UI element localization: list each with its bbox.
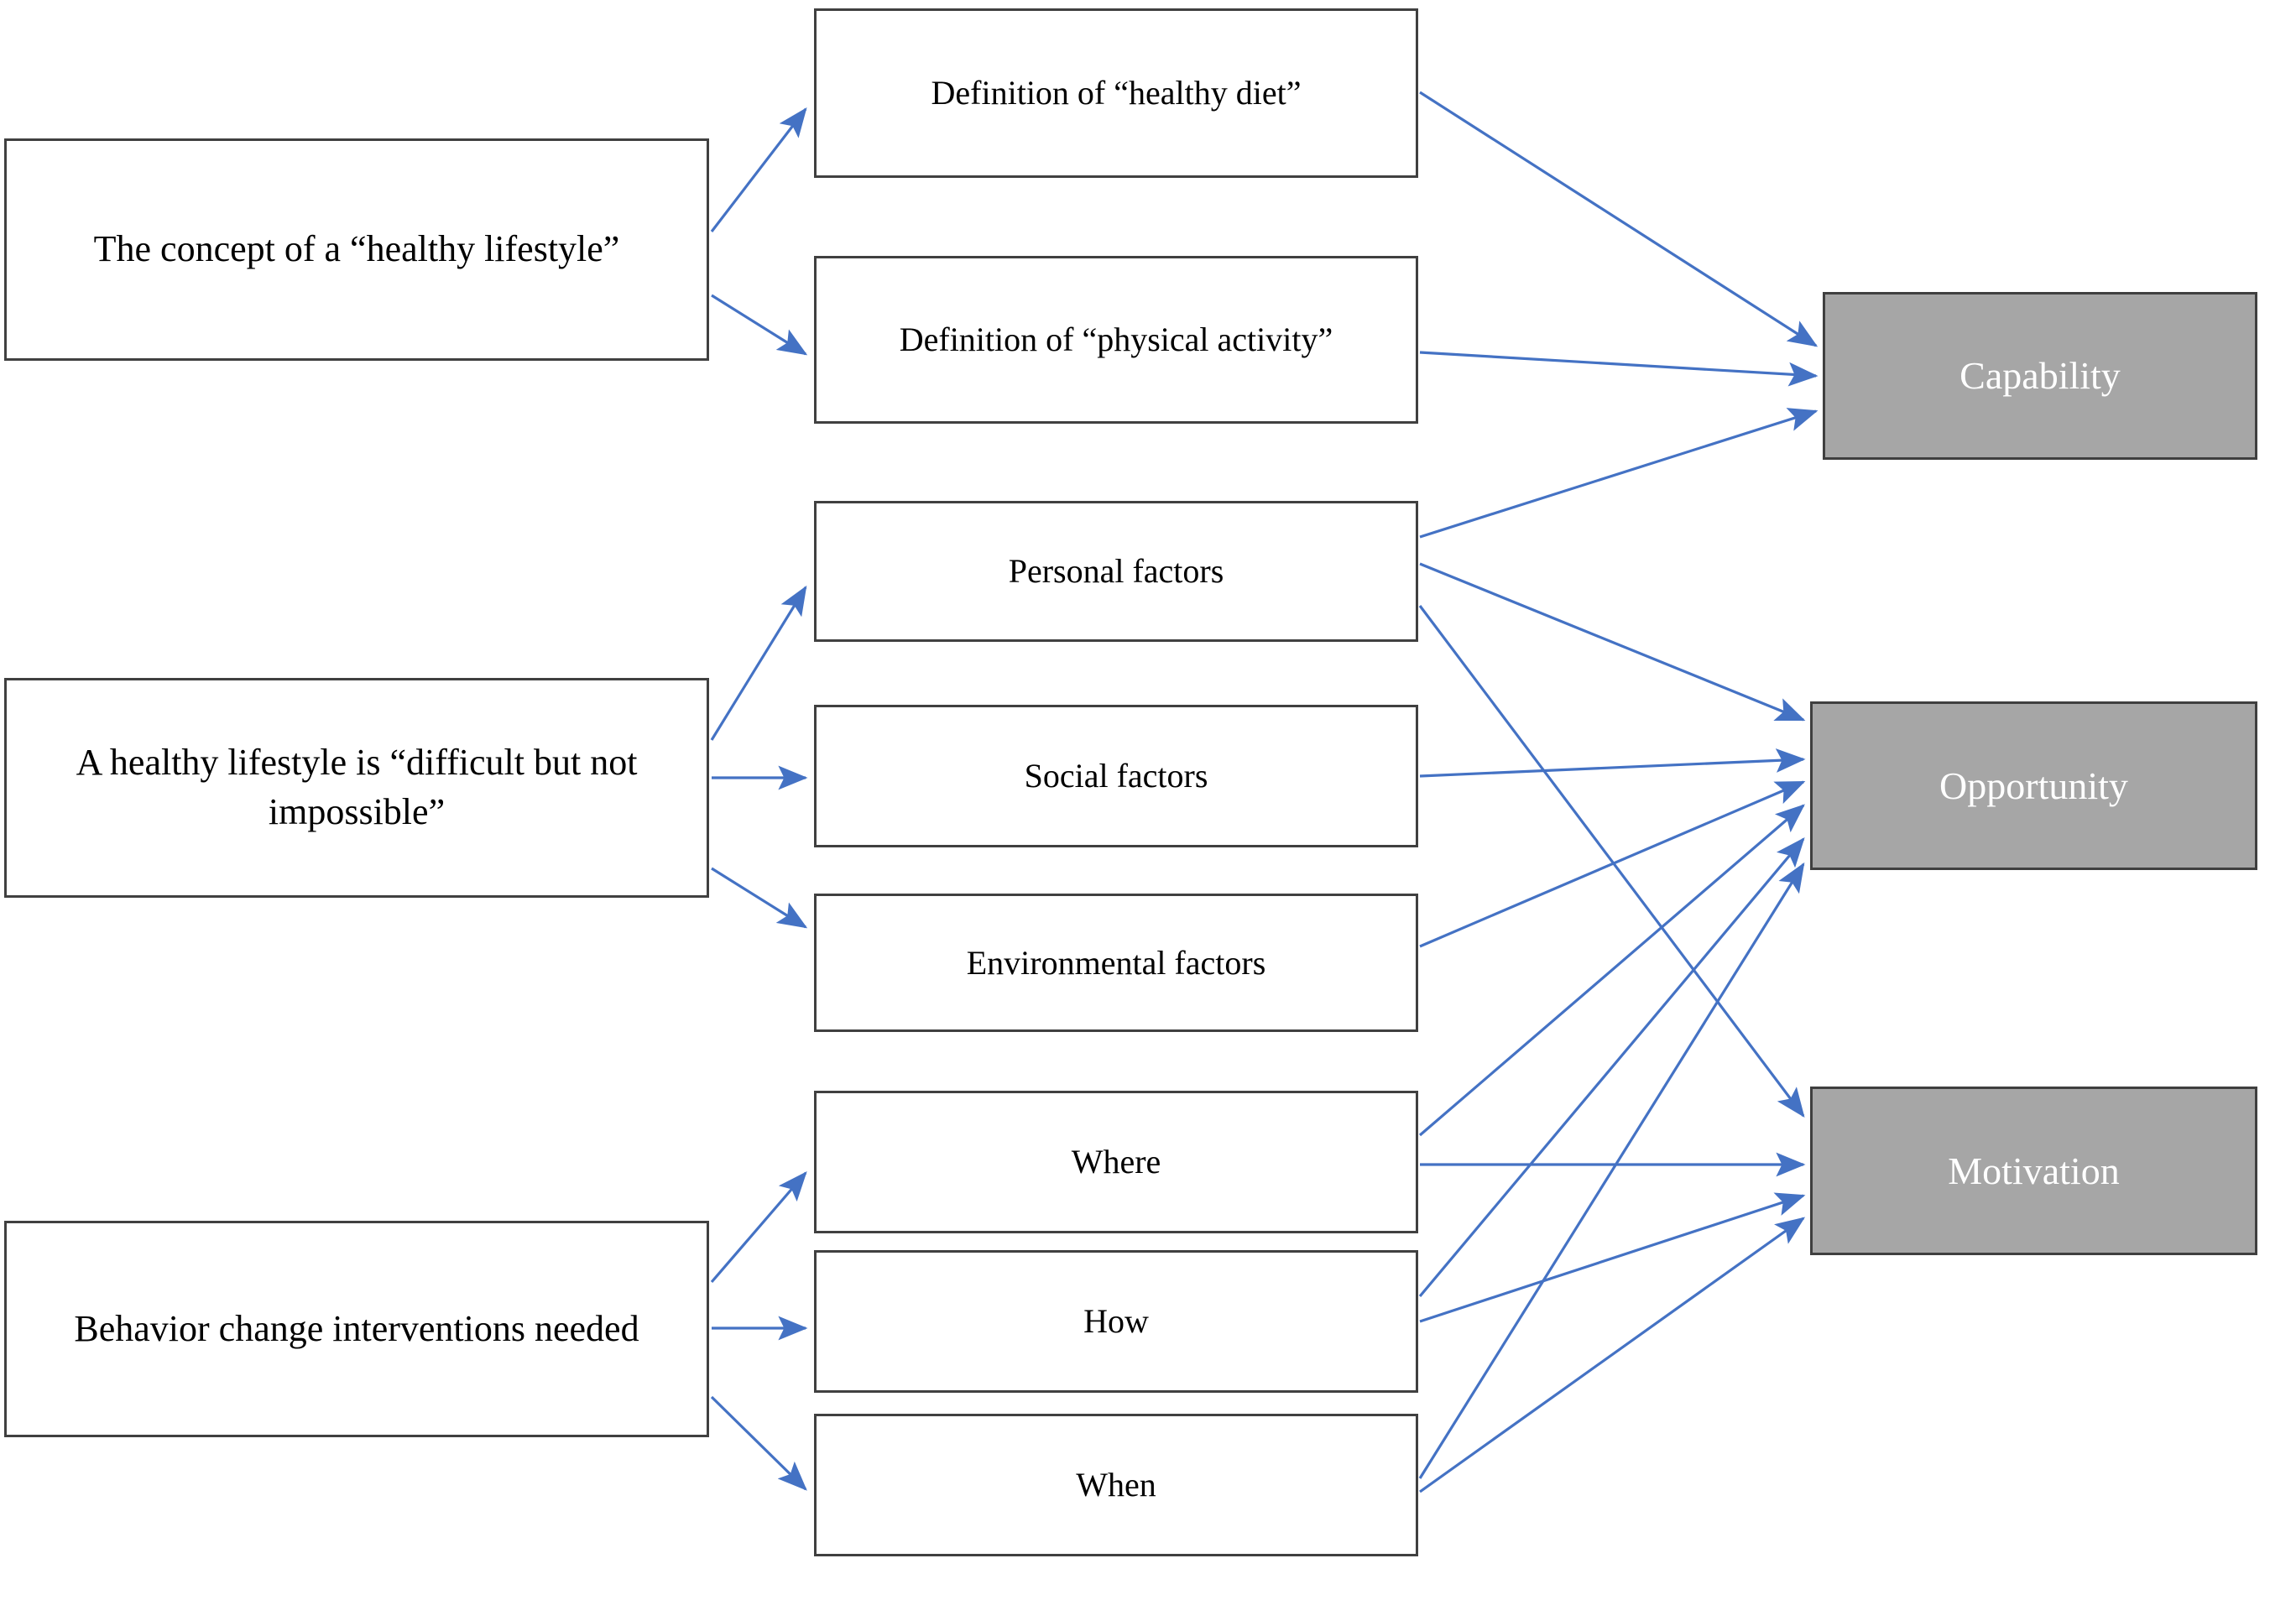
arrow-theme3-to-sub6 bbox=[710, 1171, 807, 1284]
arrow-sub4-to-opportunity bbox=[1419, 748, 1806, 778]
arrow-sub7-to-motivation bbox=[1419, 1192, 1806, 1323]
subtheme-node-label: When bbox=[1076, 1466, 1156, 1504]
arrow-theme2-to-sub5 bbox=[711, 867, 808, 929]
subtheme-node-label: Personal factors bbox=[1008, 552, 1224, 591]
outcome-node-capability[interactable]: Capability bbox=[1823, 292, 2257, 460]
subtheme-node-label: Where bbox=[1071, 1143, 1161, 1181]
subtheme-node-label: How bbox=[1083, 1302, 1149, 1341]
subtheme-node-definition-healthy-diet[interactable]: Definition of “healthy diet” bbox=[814, 8, 1418, 178]
outcome-node-label: Capability bbox=[1959, 354, 2121, 398]
arrow-sub5-to-opportunity bbox=[1419, 780, 1806, 948]
subtheme-node-label: Social factors bbox=[1024, 757, 1208, 795]
subtheme-node-definition-physical-activity[interactable]: Definition of “physical activity” bbox=[814, 256, 1418, 424]
subtheme-node-environmental-factors[interactable]: Environmental factors bbox=[814, 894, 1418, 1032]
outcome-node-opportunity[interactable]: Opportunity bbox=[1810, 701, 2257, 870]
theme-node-label: The concept of a “healthy lifestyle” bbox=[93, 228, 620, 270]
arrow-sub8-to-opportunity bbox=[1418, 862, 1805, 1479]
subtheme-node-where[interactable]: Where bbox=[814, 1091, 1418, 1233]
outcome-node-motivation[interactable]: Motivation bbox=[1810, 1087, 2257, 1255]
subtheme-node-personal-factors[interactable]: Personal factors bbox=[814, 501, 1418, 642]
arrow-theme3-to-sub8 bbox=[710, 1395, 807, 1491]
theme-node-behavior-change-interventions[interactable]: Behavior change interventions needed bbox=[4, 1221, 709, 1437]
outcome-node-label: Opportunity bbox=[1939, 764, 2128, 807]
theme-node-healthy-lifestyle-concept[interactable]: The concept of a “healthy lifestyle” bbox=[4, 138, 709, 361]
subtheme-node-social-factors[interactable]: Social factors bbox=[814, 705, 1418, 847]
subtheme-node-how[interactable]: How bbox=[814, 1250, 1418, 1393]
arrow-sub1-to-capability bbox=[1419, 91, 1819, 347]
arrow-sub2-to-capability bbox=[1419, 351, 1819, 387]
theme-node-difficult-but-not-impossible[interactable]: A healthy lifestyle is “difficult but no… bbox=[4, 678, 709, 898]
theme-node-label: Behavior change interventions needed bbox=[74, 1307, 639, 1349]
subtheme-node-label: Environmental factors bbox=[966, 943, 1266, 982]
outcome-node-label: Motivation bbox=[1948, 1149, 2120, 1192]
arrow-theme2-to-sub3 bbox=[710, 585, 807, 741]
subtheme-node-label: Definition of “healthy diet” bbox=[931, 74, 1302, 112]
subtheme-node-when[interactable]: When bbox=[814, 1414, 1418, 1556]
arrow-theme1-to-sub2 bbox=[711, 294, 808, 356]
arrow-sub8-to-motivation bbox=[1419, 1217, 1806, 1493]
arrow-sub7-to-opportunity bbox=[1418, 837, 1805, 1298]
subtheme-node-label: Definition of “physical activity” bbox=[899, 321, 1333, 359]
arrow-theme1-to-sub1 bbox=[710, 107, 807, 232]
arrow-sub3-to-capability bbox=[1419, 408, 1819, 539]
theme-node-label: A healthy lifestyle is “difficult but no… bbox=[76, 742, 638, 832]
arrow-sub3-to-motivation bbox=[1418, 605, 1805, 1118]
arrow-sub6-to-opportunity bbox=[1418, 804, 1805, 1137]
arrow-sub3-to-opportunity bbox=[1419, 562, 1806, 722]
